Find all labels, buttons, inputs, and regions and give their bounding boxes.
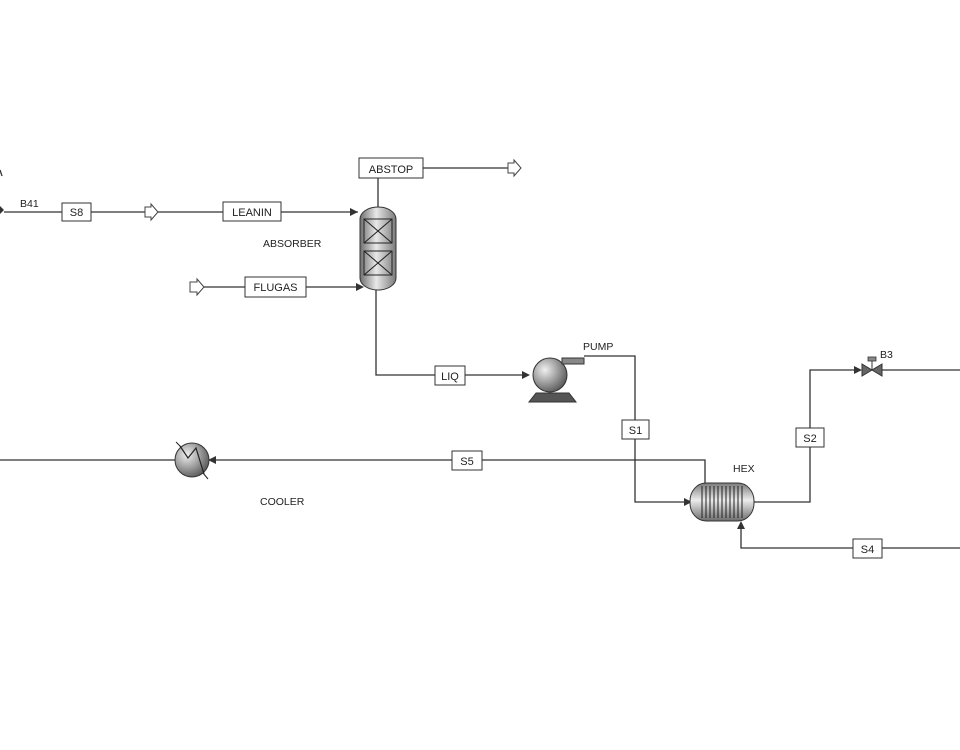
b3-valve-block[interactable] [861, 356, 883, 377]
stream-s5-label: S5 [460, 456, 473, 468]
abstop-product-port-icon [507, 158, 522, 178]
stream-s4-line[interactable] [740, 523, 960, 549]
b41-block[interactable] [0, 169, 4, 214]
pump-block[interactable] [527, 357, 585, 403]
b41-label: B41 [20, 198, 39, 210]
s8-product-port-icon [144, 202, 159, 222]
cooler-block[interactable] [174, 441, 210, 480]
stream-liq-tag[interactable] [434, 365, 466, 386]
heat-exchanger-block[interactable] [689, 482, 755, 522]
stream-s1-tag[interactable] [621, 419, 650, 440]
stream-s1-label: S1 [629, 425, 642, 437]
stream-flugas-label: FLUGAS [253, 282, 297, 294]
stream-s5-tag[interactable] [451, 450, 483, 471]
stream-liq-line[interactable] [375, 290, 528, 376]
stream-abstop-tag[interactable] [358, 157, 424, 179]
cooler-label: COOLER [260, 496, 305, 508]
absorber-column[interactable] [359, 206, 397, 291]
stream-s8-tag[interactable] [61, 202, 92, 222]
stream-s2-tag[interactable] [795, 427, 825, 448]
stream-s2-label: S2 [803, 433, 816, 445]
stream-s4-label: S4 [861, 544, 874, 556]
stream-abstop-label: ABSTOP [369, 164, 413, 176]
flugas-feed-port-icon [189, 277, 205, 297]
b3-label: B3 [880, 349, 893, 361]
stream-liq-label: LIQ [441, 371, 459, 383]
stream-leanin-tag[interactable] [222, 201, 282, 222]
absorber-label: ABSORBER [263, 238, 322, 250]
stream-flugas-tag[interactable] [244, 276, 307, 298]
stream-s8-label: S8 [70, 207, 83, 219]
stream-s5-line[interactable] [210, 459, 706, 483]
stream-leanin-label: LEANIN [232, 207, 272, 219]
stream-s4-tag[interactable] [852, 538, 883, 559]
pump-label: PUMP [583, 341, 613, 353]
hex-label: HEX [733, 463, 755, 475]
